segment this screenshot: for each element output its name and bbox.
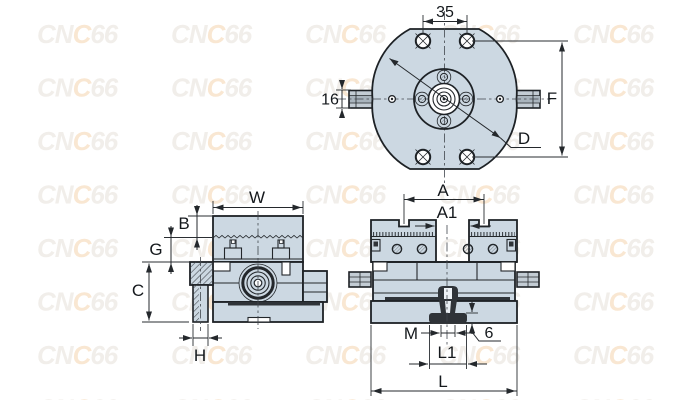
boss-screws xyxy=(414,69,474,129)
corner-notch xyxy=(281,261,291,276)
center-boss xyxy=(413,68,475,130)
dim-label-16: 16 xyxy=(321,92,339,109)
jaw-screws xyxy=(391,243,499,255)
dim-label-m: M xyxy=(404,324,418,343)
dim-label-a1: A1 xyxy=(437,203,458,222)
dim-label-6: 6 xyxy=(485,325,494,342)
middle-body-right-step xyxy=(302,270,328,303)
dim-f: F xyxy=(472,40,568,158)
dim-l: L xyxy=(370,325,518,396)
side-pin-holes xyxy=(387,94,505,104)
top-view: 35 16 F D xyxy=(321,4,568,187)
corner-notch xyxy=(372,261,388,272)
mounting-hole xyxy=(414,148,432,166)
dim-label-g: G xyxy=(149,240,162,259)
dim-a: A xyxy=(403,181,485,224)
dim-hole-spacing: 35 xyxy=(422,4,468,33)
jaw-key xyxy=(223,239,243,260)
dim-d: D xyxy=(389,58,541,148)
edge-gib xyxy=(370,238,381,252)
mounting-hole xyxy=(414,32,432,50)
base-plate-strip xyxy=(228,302,320,306)
dim-shaft-16: 16 xyxy=(321,80,351,118)
front-view: A A1 M L1 xyxy=(348,181,540,396)
dim-label-f: F xyxy=(547,89,557,108)
dim-l1: L1 xyxy=(409,325,487,369)
top-view-right-shaft xyxy=(515,89,541,109)
dim-label-a: A xyxy=(437,181,449,200)
dim-label-c: C xyxy=(132,281,144,300)
dim-g: G xyxy=(142,226,190,274)
edge-gib xyxy=(506,238,517,252)
side-view: W B G C xyxy=(132,188,328,365)
dim-label-35: 35 xyxy=(436,4,454,21)
corner-notch xyxy=(500,261,516,272)
mounting-holes xyxy=(414,32,476,166)
front-left-shaft xyxy=(348,271,372,288)
dim-step-6: 6 xyxy=(466,300,501,342)
dim-label-w: W xyxy=(249,188,265,207)
lead-screw xyxy=(189,257,214,331)
t-slot-stud xyxy=(429,286,467,323)
front-right-shaft xyxy=(516,271,540,288)
dim-label-l: L xyxy=(438,372,447,391)
dim-a1: A1 xyxy=(415,203,491,229)
dim-w: W xyxy=(212,188,304,214)
jaw-key xyxy=(271,239,291,260)
dim-h: H xyxy=(179,324,222,365)
dim-label-d: D xyxy=(518,129,530,148)
dim-label-b: B xyxy=(178,214,189,233)
base-bottom-notch xyxy=(247,316,271,323)
dim-b: B xyxy=(164,205,213,250)
dim-c: C xyxy=(132,263,189,323)
corner-notch xyxy=(212,261,231,272)
dim-label-h: H xyxy=(194,346,206,365)
mounting-hole xyxy=(458,148,476,166)
dim-label-l1: L1 xyxy=(438,343,457,362)
center-bore xyxy=(427,82,461,116)
